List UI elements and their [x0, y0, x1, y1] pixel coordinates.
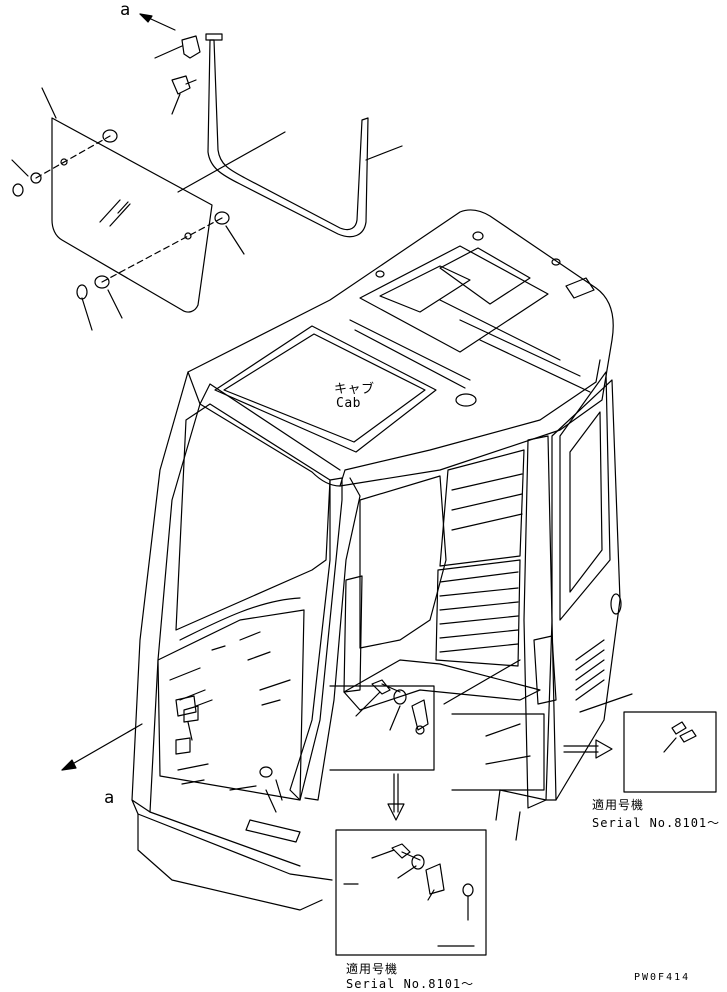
upper-rear-panel [439, 449, 525, 567]
bottom-leaders [343, 849, 475, 947]
inset-nut [415, 725, 425, 735]
front-brackets [175, 695, 283, 813]
right-side-louvers [575, 639, 605, 701]
roof-bolt-3 [551, 258, 561, 266]
inset-box-center [329, 685, 435, 771]
interior-floor [343, 659, 541, 711]
bottom-nut [462, 883, 474, 897]
inset-box-right [623, 711, 717, 793]
cab-label-jp: キャブ [334, 382, 375, 397]
roof-handle [565, 277, 595, 299]
view-label-bottom: a [104, 788, 115, 808]
inset-washer [393, 689, 407, 705]
washer-1 [12, 183, 24, 197]
floor-step [245, 819, 301, 843]
roof-hatch [359, 245, 549, 353]
applicable-right-en: Serial No.8101～ [592, 816, 721, 830]
interior-side-wall [359, 475, 447, 649]
rear-window-slats [439, 571, 519, 653]
front-pillar-right-2 [304, 477, 361, 801]
drawing-code: PW0F414 [634, 972, 691, 983]
detail-inset-center [329, 679, 435, 821]
inset-leader-lines [355, 691, 401, 731]
right-leader [579, 693, 633, 713]
view-arrow-bottom-head [61, 759, 77, 771]
inset-bracket [411, 699, 429, 731]
roof-vent [455, 393, 477, 407]
bottom-bracket [425, 863, 445, 895]
detail-inset-right [451, 693, 717, 793]
glass-reflection-1 [99, 199, 131, 227]
rubber-seal [207, 39, 369, 238]
right-side-window-inner [569, 411, 603, 593]
applicable-bottom-jp: 適用号機 [346, 962, 399, 976]
bottom-bolt [391, 843, 421, 861]
bolt-top [171, 75, 197, 95]
hole-2 [184, 232, 192, 240]
roof-window-inner [223, 333, 426, 443]
washer-2 [76, 284, 88, 300]
rear-window-grid [435, 559, 521, 667]
side-glass-assembly [11, 13, 403, 331]
bottom-washer [411, 854, 425, 870]
glass-panel [51, 117, 213, 313]
roof-window [214, 325, 437, 453]
view-label-top: a [120, 0, 131, 20]
inset-box-right-left [451, 713, 545, 791]
centerline-1 [35, 135, 111, 179]
roof-outline [187, 209, 614, 487]
roof-hatch-inner [379, 247, 531, 313]
interior-post [343, 575, 363, 693]
roof-bolt-2 [375, 270, 385, 278]
right-inset-parts [663, 721, 697, 753]
front-pillar-left [131, 371, 201, 813]
right-arrow [563, 739, 613, 759]
nut-4 [30, 172, 42, 184]
front-left-lower [137, 813, 323, 911]
front-lower-panel [157, 609, 305, 801]
down-arrow [387, 773, 405, 821]
leader-lines-top [11, 45, 403, 331]
roof-ribs [349, 299, 591, 393]
rear-pillar-inner [533, 635, 557, 705]
center-leaders [195, 659, 531, 791]
front-pillar-right [289, 477, 343, 801]
applicable-bottom-en: Serial No.8101～ [346, 977, 475, 991]
roof-bolt-1 [472, 231, 484, 241]
front-bolt [183, 705, 199, 741]
roof-inner [199, 359, 601, 487]
rear-pillar [523, 435, 553, 809]
front-windshield [175, 403, 331, 631]
front-bolt-head [259, 766, 273, 778]
hole-1 [60, 158, 68, 166]
rear-bottom [495, 789, 557, 841]
cab-label-en: Cab [336, 396, 361, 411]
nut-3 [94, 275, 110, 289]
right-side-panel [551, 379, 621, 801]
nut-2 [214, 211, 230, 225]
right-handle [610, 593, 622, 615]
front-diagonal [179, 597, 301, 641]
applicable-right-jp: 適用号機 [592, 798, 645, 812]
right-side-window [559, 371, 611, 621]
clip [181, 35, 201, 59]
centerline-2 [101, 217, 223, 283]
upper-rear-slats [451, 473, 523, 531]
inset-box-bottom [335, 829, 487, 956]
view-arrow-top-head [139, 13, 153, 23]
view-arrow-bottom [61, 723, 143, 771]
view-arrow-bottom-group [61, 659, 531, 791]
nut-1 [102, 129, 118, 143]
detail-inset-bottom [335, 829, 487, 956]
cab-body [131, 209, 622, 911]
front-lower-frame [131, 799, 333, 881]
seal-top [205, 33, 223, 41]
front-panel-details [169, 631, 291, 706]
